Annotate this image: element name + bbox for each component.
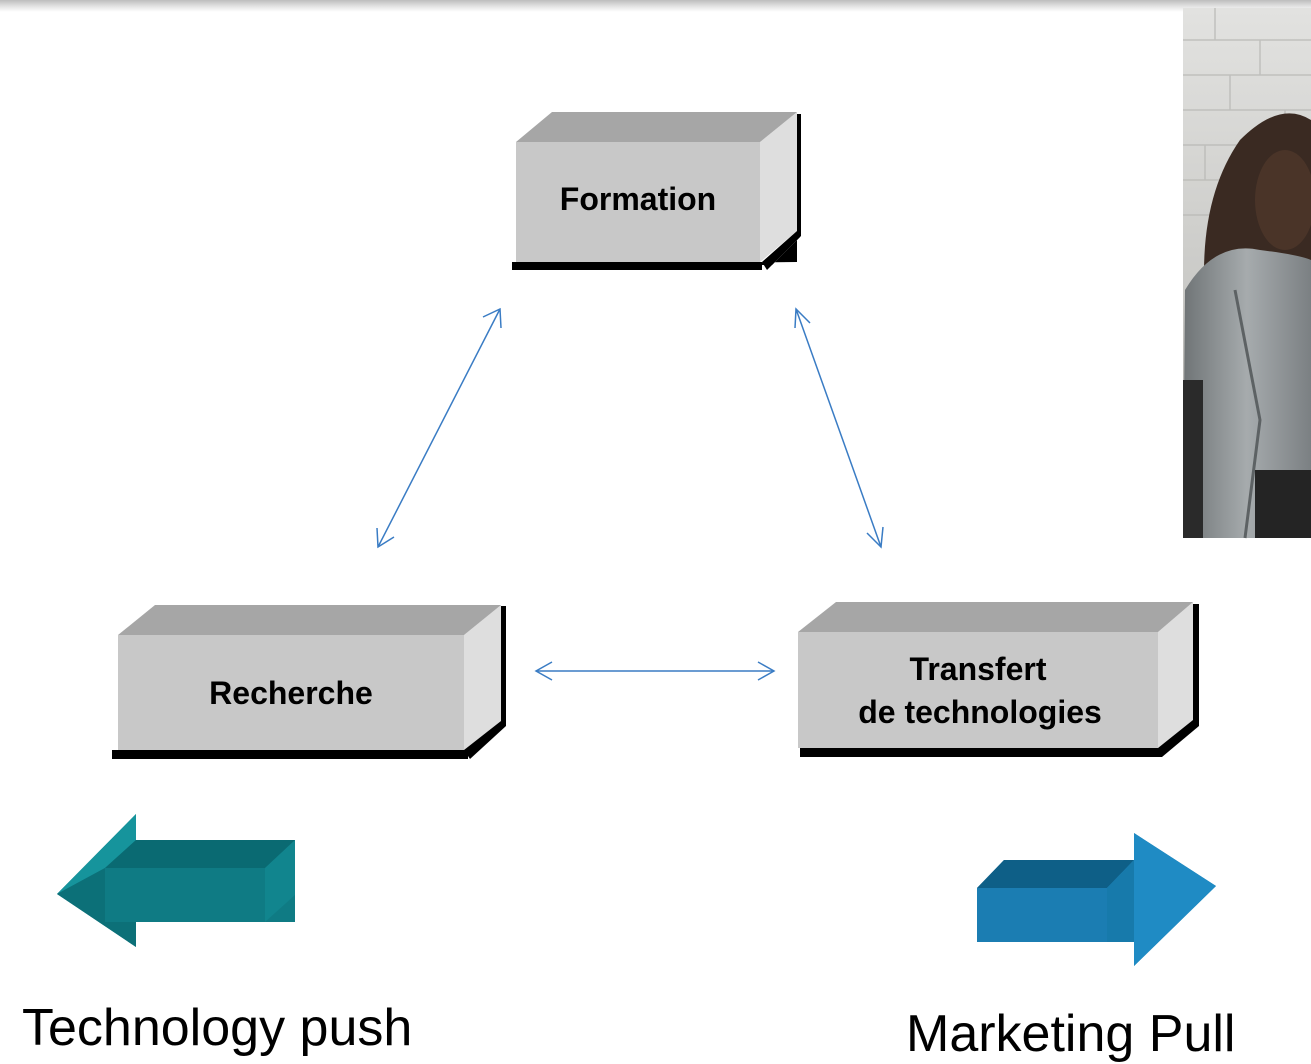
box-label-transfert-line2: de technologies — [858, 694, 1102, 730]
box-label-transfert-line1: Transfert — [910, 651, 1047, 687]
caption-marketing-pull: Marketing Pull — [906, 1005, 1236, 1063]
left-arrow-icon — [57, 814, 295, 947]
business-people-photo — [1183, 8, 1311, 539]
connector-recherche-formation — [376, 307, 502, 549]
box-label-recherche: Recherche — [209, 675, 373, 711]
right-arrow-icon — [977, 833, 1216, 966]
box-recherche: Recherche — [112, 605, 506, 759]
box-formation: Formation — [512, 112, 801, 270]
box-transfert: Transfert de technologies — [798, 602, 1199, 757]
top-gradient-bar — [0, 0, 1311, 12]
connector-recherche-transfert — [534, 661, 776, 681]
caption-technology-push: Technology push — [22, 999, 413, 1057]
connector-formation-transfert — [794, 307, 884, 549]
box-label-formation: Formation — [560, 181, 716, 217]
